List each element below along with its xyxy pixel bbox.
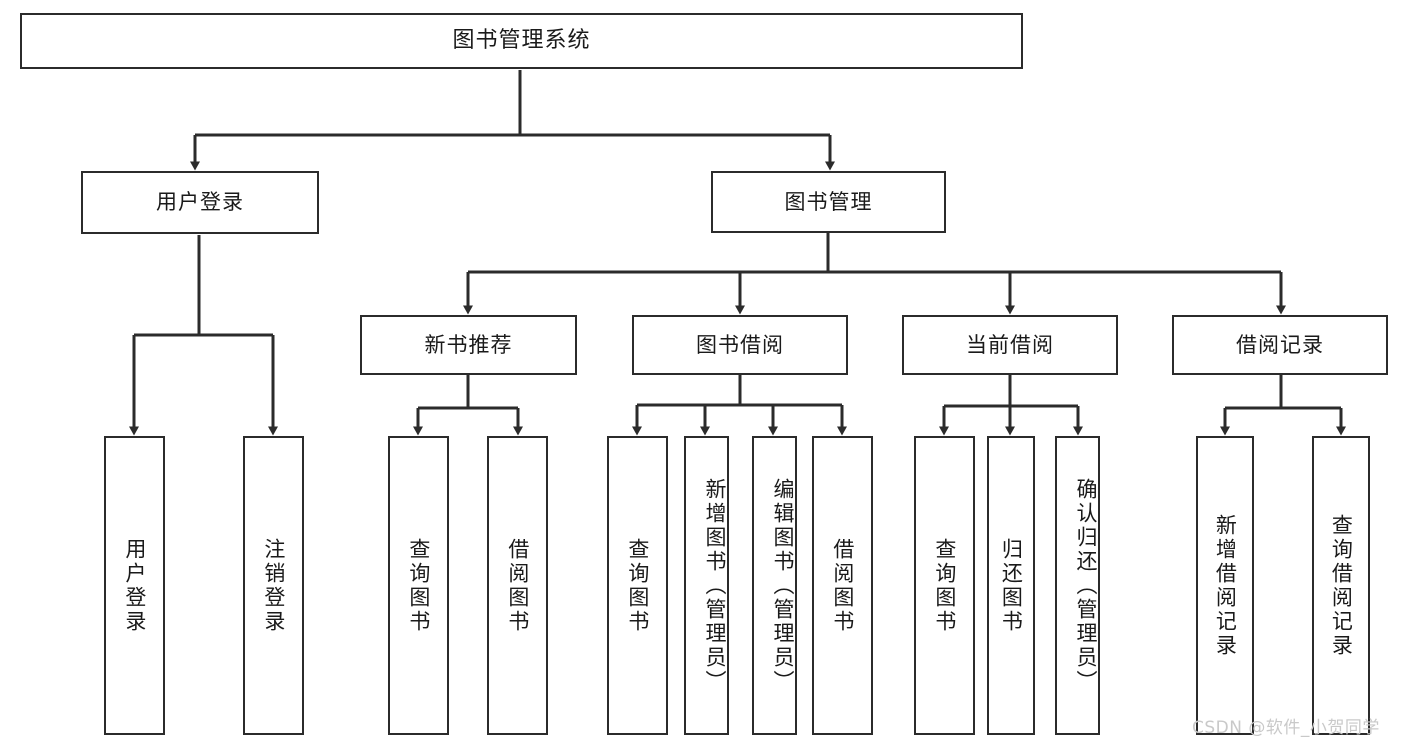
leaf-user-logout[interactable]: 注销登录 (243, 436, 304, 735)
leaf-edit-book-admin[interactable]: 编辑图书（管理员） (752, 436, 797, 735)
node-book-borrow[interactable]: 图书借阅 (632, 315, 848, 375)
leaf-borrow-books-new[interactable]: 借阅图书 (487, 436, 548, 735)
leaf-borrow-books[interactable]: 借阅图书 (812, 436, 873, 735)
node-book-management[interactable]: 图书管理 (711, 171, 946, 233)
node-new-book-recommend[interactable]: 新书推荐 (360, 315, 577, 375)
leaf-query-books-current[interactable]: 查询图书 (914, 436, 975, 735)
node-root-system[interactable]: 图书管理系统 (20, 13, 1023, 69)
node-user-login[interactable]: 用户登录 (81, 171, 319, 234)
leaf-add-book-admin[interactable]: 新增图书（管理员） (684, 436, 729, 735)
leaf-return-books[interactable]: 归还图书 (987, 436, 1035, 735)
leaf-query-books-borrow[interactable]: 查询图书 (607, 436, 668, 735)
csdn-watermark: CSDN @软件_小贺同学 (1192, 718, 1380, 738)
leaf-query-borrow-record[interactable]: 查询借阅记录 (1312, 436, 1370, 735)
leaf-user-login[interactable]: 用户登录 (104, 436, 165, 735)
leaf-query-books-new[interactable]: 查询图书 (388, 436, 449, 735)
leaf-confirm-return-admin[interactable]: 确认归还（管理员） (1055, 436, 1100, 735)
node-borrow-records[interactable]: 借阅记录 (1172, 315, 1388, 375)
node-current-borrow[interactable]: 当前借阅 (902, 315, 1118, 375)
leaf-add-borrow-record[interactable]: 新增借阅记录 (1196, 436, 1254, 735)
